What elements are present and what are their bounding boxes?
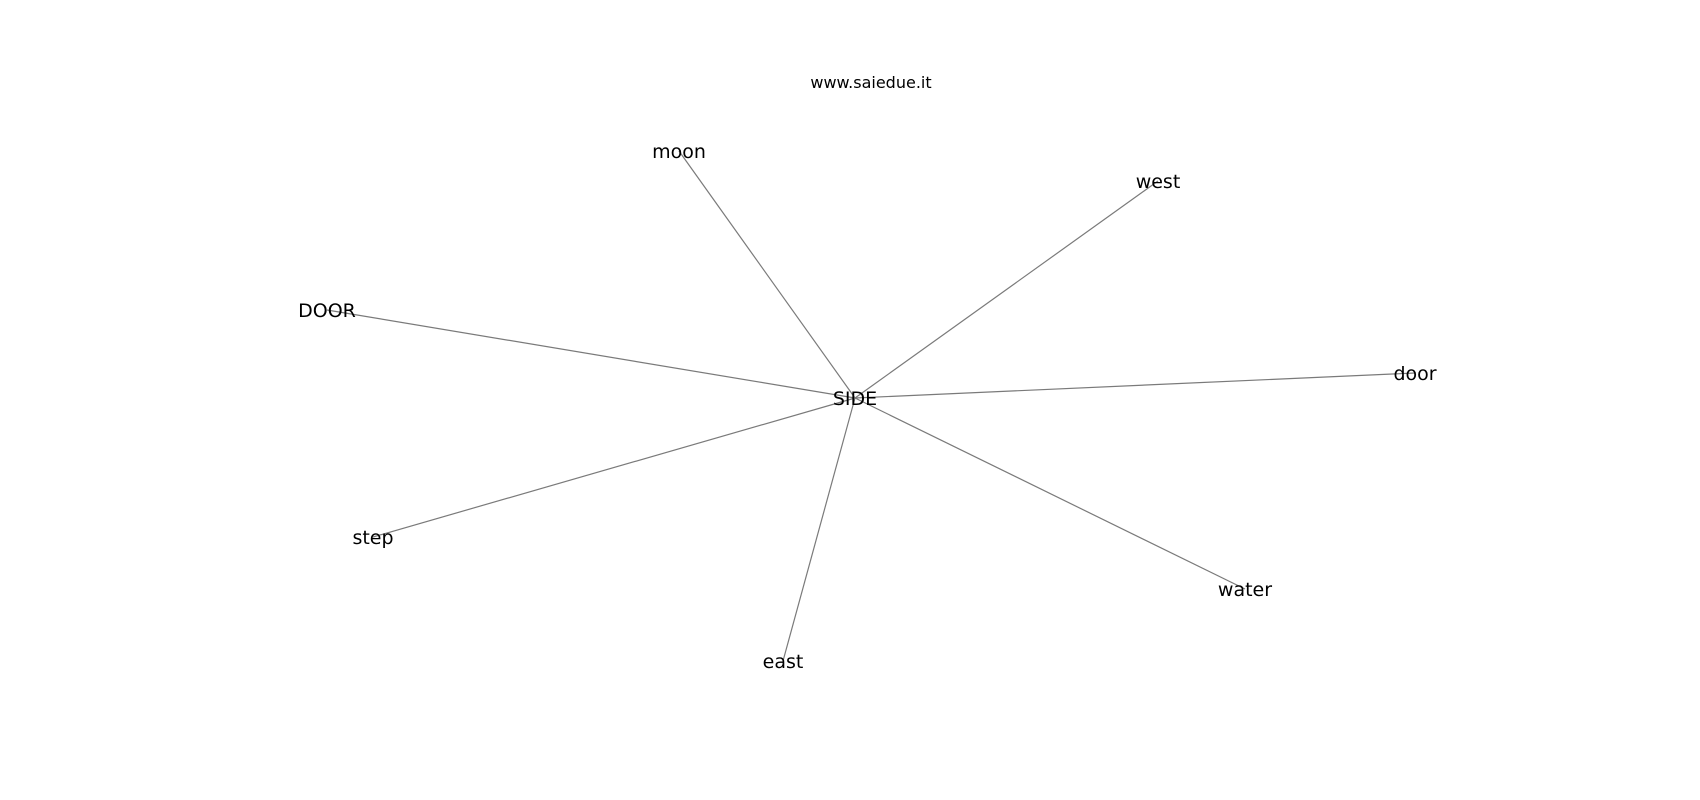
node-label-step: step [352,527,393,549]
edge-side-door-upper [326,309,856,399]
node-label-door: door [1393,363,1436,385]
edge-side-moon [678,150,856,399]
node-label-west: west [1136,171,1181,193]
watermark-text: www.saiedue.it [810,73,931,92]
labels-layer: SIDE moon west DOOR door step water east [298,141,1437,673]
edge-side-west [854,180,1159,399]
edge-side-east [782,397,856,662]
edge-side-door [854,372,1416,399]
node-label-water: water [1218,579,1272,601]
node-label-east: east [763,651,804,673]
edge-side-step [372,397,856,538]
node-label-side: SIDE [833,388,877,410]
edges-layer [326,150,1416,662]
node-label-door-upper: DOOR [298,300,356,322]
edge-side-water [854,397,1246,590]
node-label-moon: moon [652,141,706,163]
